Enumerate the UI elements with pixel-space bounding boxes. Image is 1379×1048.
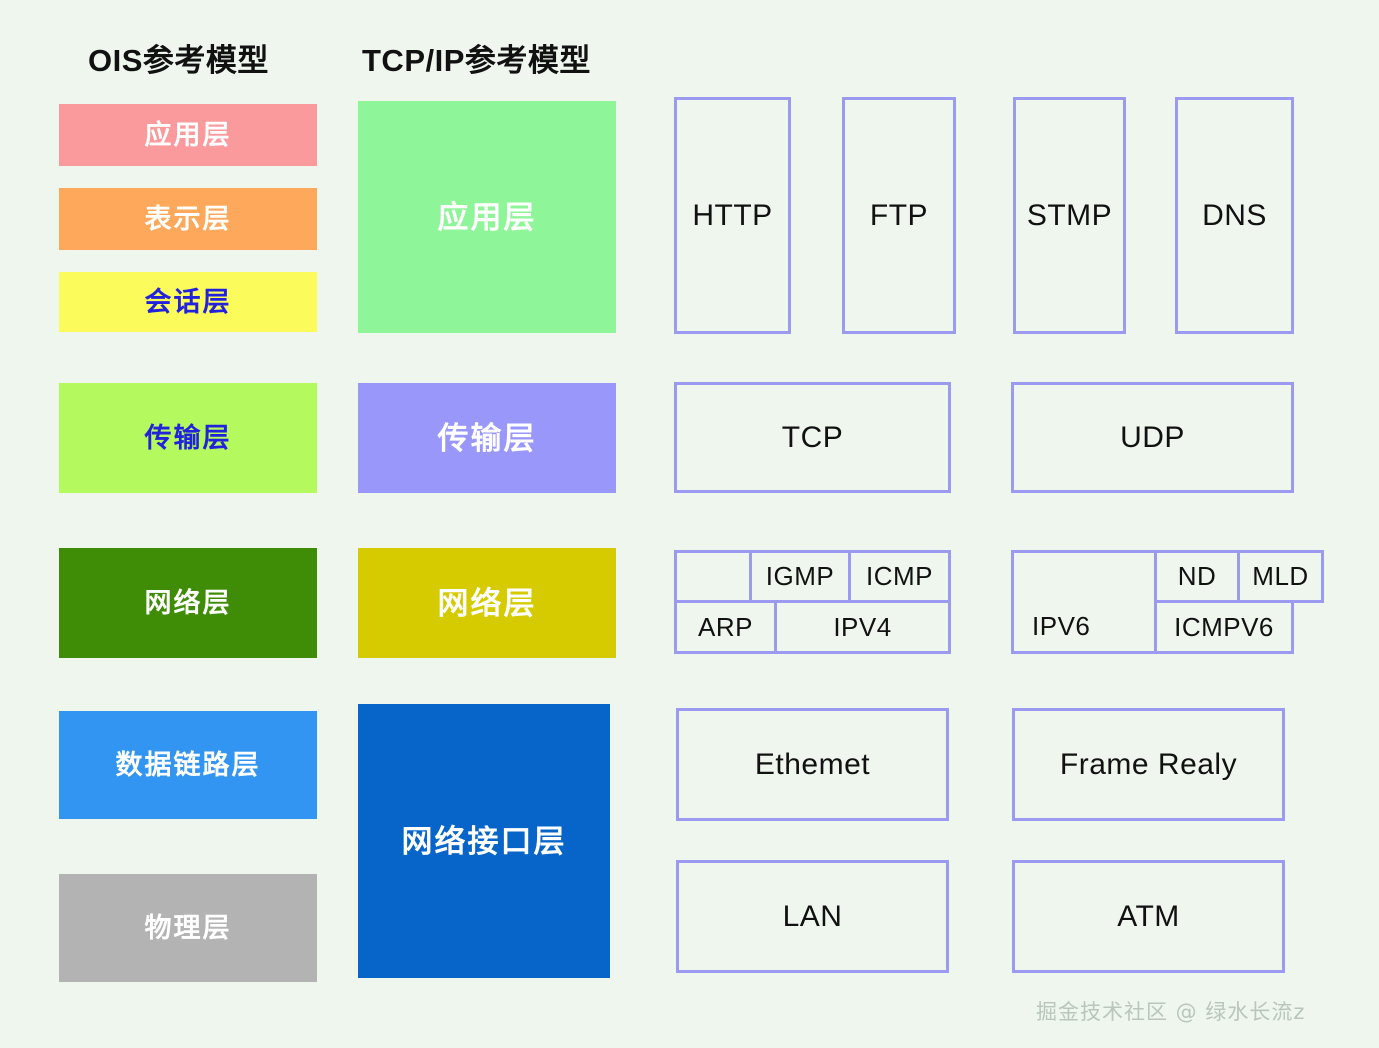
protocol-label-icmpv6: ICMPV6: [1174, 611, 1274, 642]
osi-layer-application: 应用层: [59, 104, 317, 166]
protocol-box-stmp[interactable]: STMP: [1013, 97, 1126, 334]
tcpip-layer-application-label: 应用层: [437, 199, 537, 235]
protocol-label-http: HTTP: [692, 198, 773, 232]
protocol-label-dns: DNS: [1202, 198, 1267, 232]
protocol-label-stmp: STMP: [1026, 198, 1113, 232]
protocol-group-ipv6: IPV6 ND MLD ICMPV6: [1011, 550, 1324, 654]
osi-layer-network: 网络层: [59, 548, 317, 658]
protocol-box-igmp[interactable]: IGMP: [749, 550, 851, 603]
protocol-label-arp: ARP: [698, 611, 753, 642]
osi-layer-datalink-label: 数据链路层: [115, 749, 261, 780]
protocol-label-udp: UDP: [1120, 420, 1185, 454]
osi-layer-physical: 物理层: [59, 874, 317, 982]
protocol-label-ftp: FTP: [869, 198, 929, 232]
osi-layer-presentation-label: 表示层: [144, 203, 232, 234]
protocol-box-http[interactable]: HTTP: [674, 97, 791, 334]
protocol-label-nd: ND: [1177, 561, 1217, 591]
protocol-box-dns[interactable]: DNS: [1175, 97, 1294, 334]
osi-layer-transport: 传输层: [59, 383, 317, 493]
protocol-box-atm[interactable]: ATM: [1012, 860, 1285, 973]
tcpip-column-title: TCP/IP参考模型: [362, 43, 591, 78]
protocol-box-ipv6[interactable]: IPV6: [1011, 550, 1157, 654]
osi-layer-session-label: 会话层: [144, 286, 232, 317]
protocol-label-atm: ATM: [1117, 899, 1180, 933]
protocol-box-ethernet[interactable]: Ethemet: [676, 708, 949, 821]
protocol-box-lan[interactable]: LAN: [676, 860, 949, 973]
tcpip-layer-network-interface-label: 网络接口层: [401, 823, 567, 859]
osi-layer-transport-label: 传输层: [144, 422, 232, 453]
tcpip-layer-transport: 传输层: [358, 383, 616, 493]
tcpip-layer-network-label: 网络层: [437, 585, 537, 621]
osi-column-title: OIS参考模型: [88, 43, 269, 78]
tcpip-layer-application: 应用层: [358, 101, 616, 333]
protocol-box-ipv4[interactable]: IPV4: [774, 600, 951, 654]
protocol-label-lan: LAN: [782, 899, 843, 933]
osi-layer-presentation: 表示层: [59, 188, 317, 250]
protocol-label-ethernet: Ethemet: [754, 747, 871, 781]
protocol-label-ipv6: IPV6: [1032, 611, 1091, 641]
protocol-label-tcp: TCP: [781, 420, 844, 454]
protocol-box-mld[interactable]: MLD: [1237, 550, 1324, 603]
protocol-label-ipv4: IPV4: [833, 611, 892, 642]
protocol-box-nd[interactable]: ND: [1154, 550, 1240, 603]
tcpip-layer-network-interface: 网络接口层: [358, 704, 610, 978]
osi-layer-network-label: 网络层: [144, 587, 232, 618]
protocol-box-tcp[interactable]: TCP: [674, 382, 951, 493]
protocol-box-ftp[interactable]: FTP: [842, 97, 956, 334]
protocol-label-mld: MLD: [1252, 561, 1309, 591]
protocol-label-igmp: IGMP: [765, 561, 835, 591]
watermark: 掘金技术社区 @ 绿水长流z: [1036, 1000, 1306, 1024]
protocol-box-icmpv6[interactable]: ICMPV6: [1154, 600, 1294, 654]
protocol-label-frame-relay: Frame Realy: [1059, 747, 1238, 781]
protocol-group-ipv4: IGMP ICMP ARP IPV4: [674, 550, 951, 654]
osi-layer-physical-label: 物理层: [144, 912, 232, 943]
tcpip-layer-transport-label: 传输层: [437, 420, 537, 456]
osi-layer-datalink: 数据链路层: [59, 711, 317, 819]
protocol-box-ipv4-empty: [674, 550, 752, 603]
protocol-box-udp[interactable]: UDP: [1011, 382, 1294, 493]
tcpip-layer-network: 网络层: [358, 548, 616, 658]
osi-layer-session: 会话层: [59, 272, 317, 332]
protocol-box-icmp[interactable]: ICMP: [848, 550, 951, 603]
osi-layer-application-label: 应用层: [144, 119, 232, 150]
protocol-box-frame-relay[interactable]: Frame Realy: [1012, 708, 1285, 821]
protocol-box-arp[interactable]: ARP: [674, 600, 777, 654]
protocol-label-icmp: ICMP: [866, 561, 933, 591]
